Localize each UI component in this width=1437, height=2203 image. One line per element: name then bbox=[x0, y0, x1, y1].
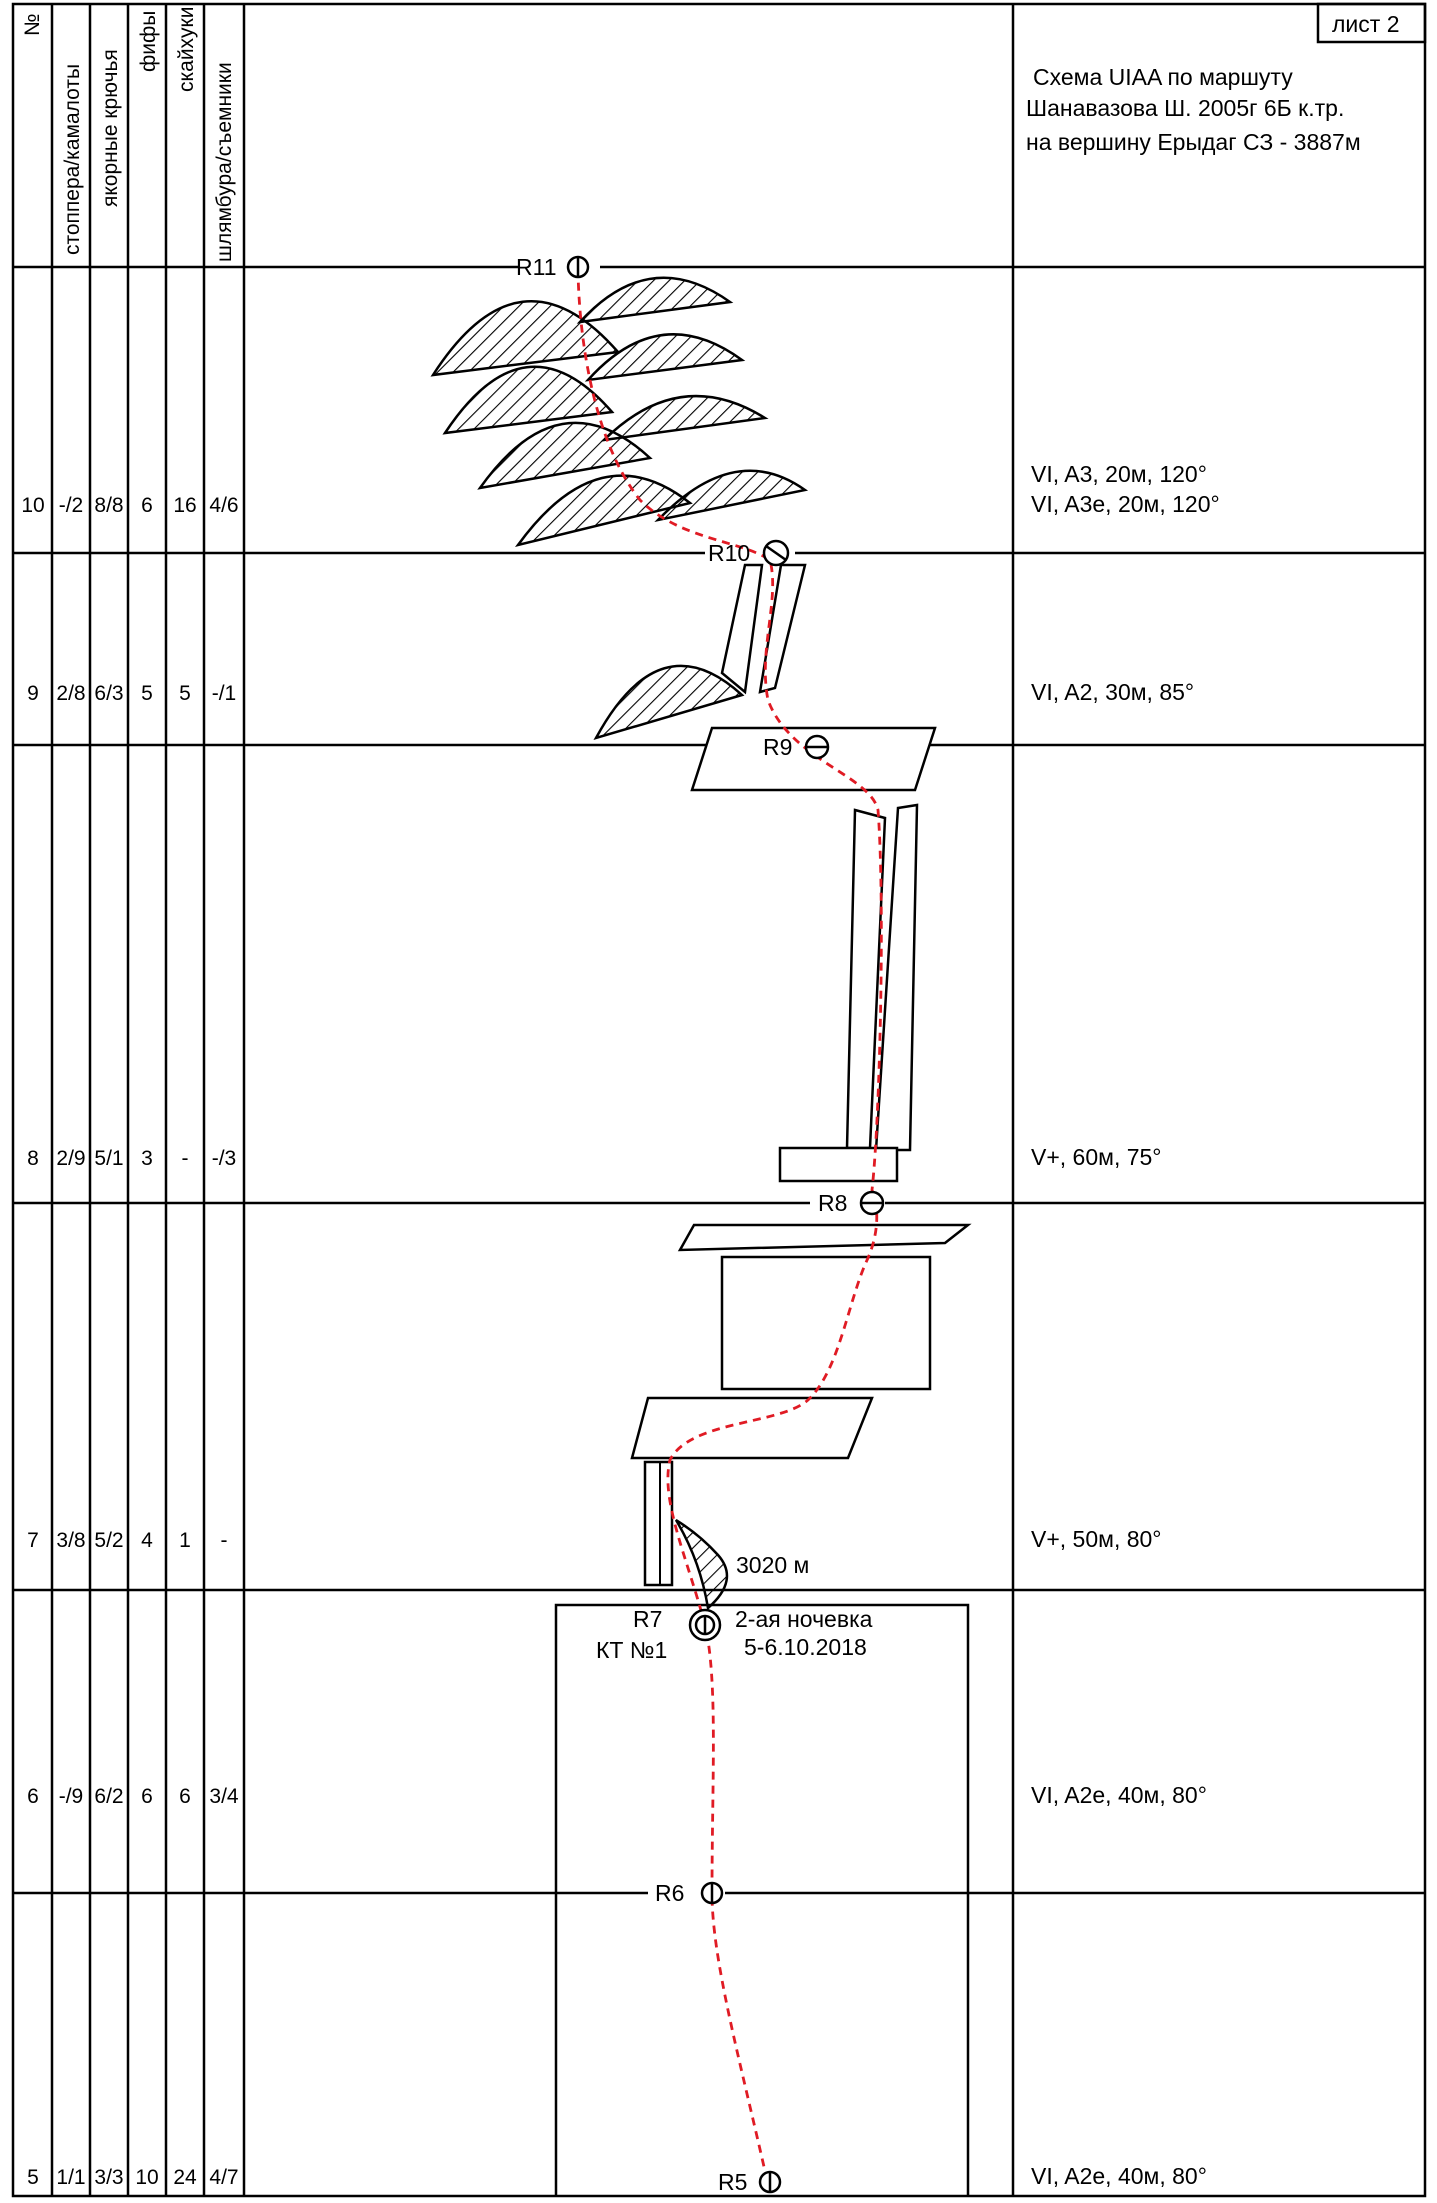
ledge-r9 bbox=[690, 726, 937, 792]
slab-lower bbox=[630, 1396, 874, 1460]
pillar-small bbox=[643, 1460, 674, 1587]
slab-upper bbox=[677, 1223, 972, 1252]
pitch-number: 8 bbox=[27, 1147, 39, 1170]
anchors-count: 5/2 bbox=[94, 1529, 123, 1552]
pitch-row: 8 2/9 5/1 3 --/3 V+, 60м, 75° bbox=[27, 1144, 1161, 1170]
fifi-count: 3 bbox=[141, 1147, 153, 1170]
open-book-corner bbox=[720, 563, 807, 695]
label-altitude: 3020 м bbox=[736, 1552, 809, 1578]
anchors-count: 6/2 bbox=[94, 1785, 123, 1808]
wall-block bbox=[554, 1603, 970, 2196]
label-r5: R5 bbox=[718, 2169, 747, 2195]
bolts-count: -/1 bbox=[212, 682, 237, 705]
table-header: № стоппера/камалоты якорные крючья фифы … bbox=[21, 7, 236, 262]
anchors-count: 6/3 bbox=[94, 682, 123, 705]
fifi-count: 10 bbox=[135, 2166, 158, 2189]
belay-r7 bbox=[688, 1608, 722, 1642]
stoppers-count: 2/8 bbox=[56, 682, 85, 705]
belay-r10 bbox=[762, 539, 790, 567]
pitch-number: 10 bbox=[21, 494, 44, 517]
pitch-row: 7 3/8 5/2 4 1 - V+, 50м, 80° bbox=[27, 1526, 1161, 1552]
skyhooks-count: 16 bbox=[173, 494, 196, 517]
fifi-count: 4 bbox=[141, 1529, 153, 1552]
label-r10: R10 bbox=[708, 540, 750, 566]
belay-stations bbox=[566, 255, 885, 2194]
label-checkpoint: КТ №1 bbox=[596, 1637, 667, 1663]
belay-r8 bbox=[859, 1190, 885, 1216]
stoppers-count: 2/9 bbox=[56, 1147, 85, 1170]
belay-r9 bbox=[804, 734, 830, 760]
title-line-3: на вершину Ерыдаг СЗ - 3887м bbox=[1026, 129, 1361, 155]
header-skyhooks: скайхуки bbox=[175, 7, 198, 92]
skyhooks-count: 6 bbox=[179, 1785, 191, 1808]
title-block: лист 2 Схема UIAA по маршуту Шанавазова … bbox=[1026, 11, 1399, 155]
pitch-row: 10 -/2 8/8 6 16 4/6 VI, A3, 20м, 120° VI, A3e, … bbox=[21, 461, 1219, 517]
label-bivouac-title: 2-ая ночевка bbox=[735, 1606, 873, 1632]
sheet-label: лист 2 bbox=[1332, 11, 1399, 37]
route-line bbox=[576, 271, 883, 2181]
bolts-count: 3/4 bbox=[209, 1785, 239, 1808]
stoppers-count: -/9 bbox=[59, 1785, 84, 1808]
header-number: № bbox=[21, 13, 44, 36]
label-r11: R11 bbox=[516, 254, 557, 280]
label-bivouac-dates: 5-6.10.2018 bbox=[744, 1634, 867, 1660]
bolts-count: -/3 bbox=[212, 1147, 237, 1170]
table-frame bbox=[11, 2, 1427, 2198]
label-r8: R8 bbox=[818, 1190, 847, 1216]
belay-r6 bbox=[700, 1881, 724, 1905]
bolts-count: 4/7 bbox=[209, 2166, 238, 2189]
grade-line: VI, A3, 20м, 120° bbox=[1031, 461, 1207, 487]
label-r7: R7 bbox=[633, 1606, 662, 1632]
stoppers-count: 3/8 bbox=[56, 1529, 85, 1552]
title-line-2: Шанавазова Ш. 2005г 6Б к.тр. bbox=[1026, 95, 1344, 121]
header-fifi: фифы bbox=[137, 11, 160, 72]
fifi-count: 6 bbox=[141, 494, 153, 517]
overhang-scallops bbox=[430, 276, 809, 548]
grade-line: VI, A2e, 40м, 80° bbox=[1031, 2163, 1207, 2189]
terrain bbox=[430, 276, 972, 2196]
title-line-1: Схема UIAA по маршуту bbox=[1033, 64, 1293, 90]
label-r9: R9 bbox=[763, 734, 792, 760]
long-dihedral bbox=[845, 803, 919, 1152]
skyhooks-count: 24 bbox=[173, 2166, 197, 2189]
pitch-number: 6 bbox=[27, 1785, 39, 1808]
overhang-bivouac bbox=[674, 1518, 729, 1611]
pitch-row: 9 2/8 6/3 5 5 -/1 VI, A2, 30м, 85° bbox=[27, 679, 1194, 705]
anchors-count: 5/1 bbox=[94, 1147, 123, 1170]
label-r6: R6 bbox=[655, 1880, 684, 1906]
grade-line: VI, A2e, 40м, 80° bbox=[1031, 1782, 1207, 1808]
grade-line: VI, A3e, 20м, 120° bbox=[1031, 491, 1220, 517]
skyhooks-count: 5 bbox=[179, 682, 191, 705]
ledge-r8 bbox=[778, 1146, 899, 1183]
bolts-count: 4/6 bbox=[209, 494, 238, 517]
stoppers-count: -/2 bbox=[59, 494, 84, 517]
anchors-count: 8/8 bbox=[94, 494, 123, 517]
bolts-count: - bbox=[221, 1529, 228, 1552]
block-middle bbox=[720, 1255, 932, 1391]
pitch-row: 5 1/1 3/3 10 24 4/7 VI, A2e, 40м, 80° bbox=[27, 2163, 1207, 2189]
pitch-row: 6 -/9 6/2 6 6 3/4 VI, A2e, 40м, 80° bbox=[27, 1782, 1207, 1808]
skyhooks-count: 1 bbox=[179, 1529, 191, 1552]
header-stoppers: стоппера/камалоты bbox=[61, 64, 84, 255]
anchors-count: 3/3 bbox=[94, 2166, 123, 2189]
belay-r11 bbox=[566, 255, 590, 279]
belay-r5 bbox=[758, 2170, 782, 2194]
pitch-number: 9 bbox=[27, 682, 39, 705]
grade-line: V+, 50м, 80° bbox=[1031, 1526, 1162, 1552]
header-anchors: якорные крючья bbox=[99, 49, 122, 207]
fifi-count: 5 bbox=[141, 682, 153, 705]
station-labels: R11 R10 R9 R8 R7 R6 R5 КТ №1 3020 м 2-ая… bbox=[516, 254, 873, 2195]
grade-line: VI, A2, 30м, 85° bbox=[1031, 679, 1194, 705]
grade-line: V+, 60м, 75° bbox=[1031, 1144, 1162, 1170]
pitch-number: 7 bbox=[27, 1529, 39, 1552]
pitch-number: 5 bbox=[27, 2166, 39, 2189]
stoppers-count: 1/1 bbox=[56, 2166, 85, 2189]
skyhooks-count: - bbox=[182, 1147, 189, 1170]
fifi-count: 6 bbox=[141, 1785, 153, 1808]
overhang-pitch-9 bbox=[593, 664, 745, 741]
header-bolts: шлямбура/съемники bbox=[213, 62, 236, 262]
